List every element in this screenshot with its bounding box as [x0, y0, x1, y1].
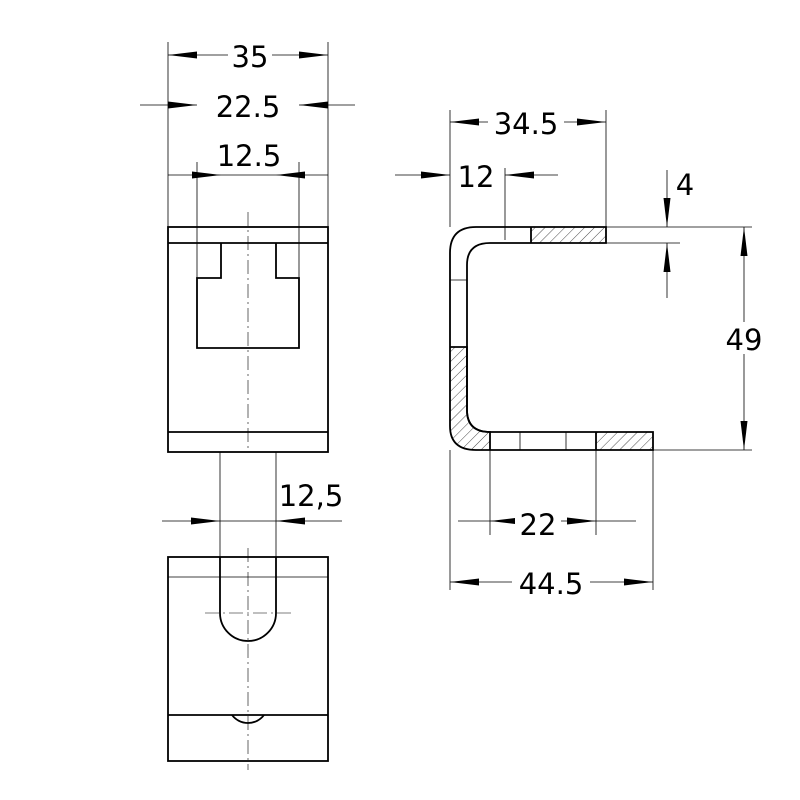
front-view	[167, 212, 329, 453]
side-section-view	[449, 226, 654, 451]
dim-inner-flange: 12	[458, 160, 495, 194]
dim-slot-outer: 22.5	[216, 90, 281, 124]
dim-keyhole: 12,5	[279, 479, 344, 513]
dim-top-flange: 34.5	[494, 107, 559, 141]
dim-height: 49	[726, 323, 763, 357]
dim-bottom-total: 44.5	[519, 567, 584, 601]
dim-thickness: 4	[676, 168, 694, 202]
dimension-lines	[140, 51, 748, 586]
dim-bottom-inner: 22	[520, 508, 557, 542]
dimension-labels: 35 22.5 12.5 12,5 34.5 12 4 49 22 44.5	[212, 38, 766, 601]
bottom-view	[167, 548, 329, 770]
dim-slot: 12.5	[217, 139, 282, 173]
extension-lines	[167, 42, 752, 590]
dim-width-total: 35	[232, 40, 269, 74]
